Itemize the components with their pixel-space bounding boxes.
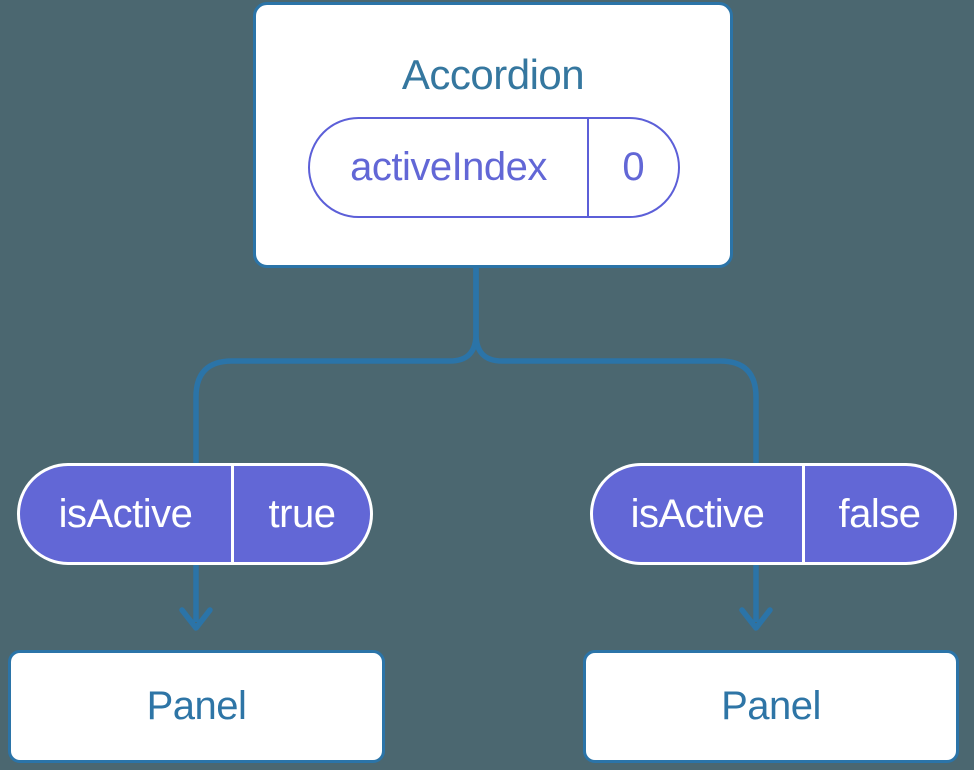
state-value: 0	[622, 145, 645, 189]
prop-key-label: isActive	[630, 491, 765, 536]
prop-value: true	[268, 491, 336, 536]
connector-left-branch	[193, 266, 479, 467]
state-pill: activeIndex 0	[308, 117, 680, 218]
arrow-down-icon	[179, 607, 213, 631]
panel-card-right: Panel	[583, 650, 959, 763]
component-card-accordion: Accordion activeIndex 0	[253, 2, 733, 268]
pill-divider	[231, 466, 234, 562]
arrow-down-icon	[739, 607, 773, 631]
panel-title: Panel	[146, 684, 247, 728]
prop-pill-isactive-true: isActive true	[17, 463, 373, 565]
state-key-label: activeIndex	[350, 145, 547, 189]
pill-divider	[802, 466, 805, 562]
prop-key-label: isActive	[58, 491, 193, 536]
component-title: Accordion	[401, 51, 585, 98]
panel-card-left: Panel	[8, 650, 385, 763]
pill-divider	[587, 119, 589, 216]
connector-right-branch	[473, 266, 759, 467]
prop-value: false	[838, 491, 922, 536]
panel-title: Panel	[721, 684, 821, 728]
prop-pill-isactive-false: isActive false	[590, 463, 957, 565]
